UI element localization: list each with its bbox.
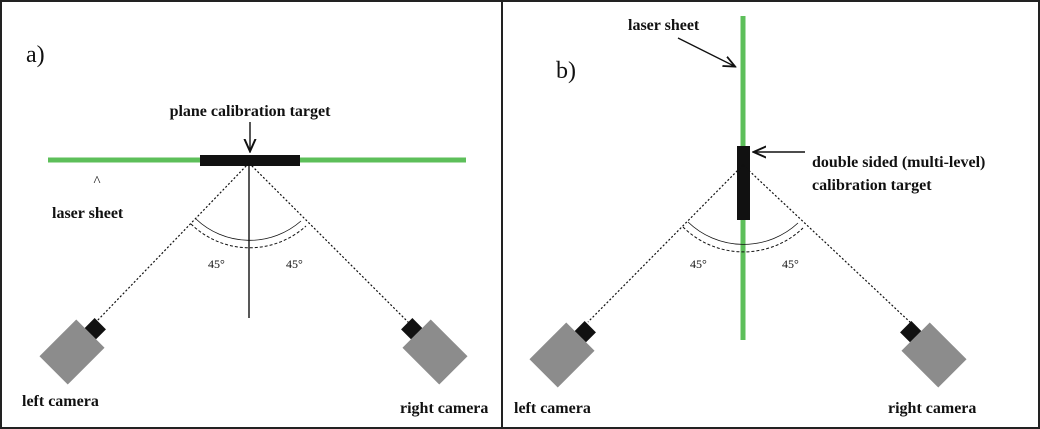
angle-label-right: 45°	[286, 257, 303, 271]
panel-a-label: a)	[26, 42, 45, 68]
angle-arc	[190, 223, 307, 249]
left-camera-label: left camera	[514, 400, 591, 417]
right-camera-label: right camera	[400, 400, 488, 417]
angle-arc-inner	[687, 221, 799, 245]
laser-sheet-arrow	[677, 37, 734, 66]
laser-sheet-label: laser sheet	[52, 205, 124, 222]
left-camera-label: left camera	[22, 393, 99, 410]
target-label: plane calibration target	[170, 103, 332, 120]
left-view-ray	[587, 164, 744, 323]
panel-a: a) plane calibration target ^ laser shee…	[22, 42, 488, 417]
calibration-target-icon	[200, 155, 300, 166]
camera-icon	[401, 318, 468, 385]
calibration-target-icon	[737, 146, 750, 220]
right-view-ray	[248, 162, 411, 325]
panel-b: b) laser sheet double sided (multi-level…	[514, 16, 985, 417]
laser-caret: ^	[93, 174, 100, 190]
angle-label-right: 45°	[782, 257, 799, 271]
target-label-line1: double sided (multi-level)	[812, 154, 985, 171]
target-label-line2: calibration target	[812, 177, 932, 194]
laser-sheet-label: laser sheet	[628, 17, 700, 34]
camera-icon	[529, 321, 596, 388]
camera-icon	[39, 318, 106, 385]
right-camera-label: right camera	[888, 400, 976, 417]
angle-arc-inner	[195, 218, 302, 241]
panel-b-label: b)	[556, 58, 576, 84]
camera-icon	[900, 321, 967, 388]
angle-label-left: 45°	[690, 257, 707, 271]
left-view-ray	[95, 162, 250, 323]
angle-label-left: 45°	[208, 257, 225, 271]
right-view-ray	[742, 164, 913, 325]
angle-arc	[682, 226, 804, 253]
